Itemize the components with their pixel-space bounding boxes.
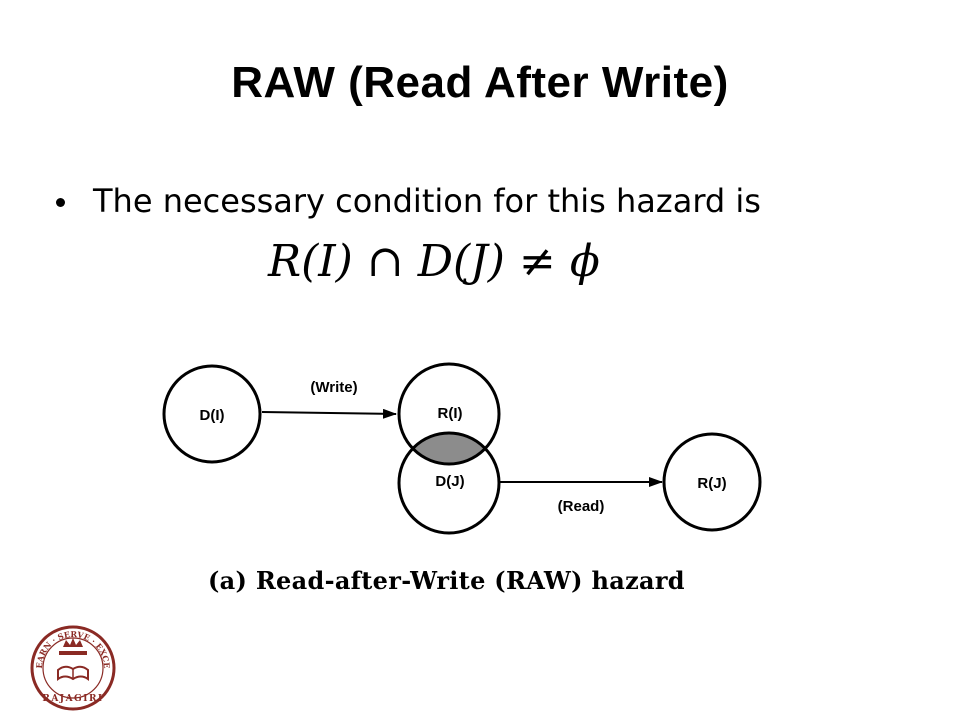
formula-left-set: R(I) xyxy=(268,236,353,287)
formula-not-equal-symbol: ≠ xyxy=(518,236,556,287)
node-d-j-label: D(J) xyxy=(435,473,464,490)
slide-title: RAW (Read After Write) xyxy=(231,58,729,107)
node-r-j-label: R(J) xyxy=(697,475,726,492)
rajagiri-logo: LEARN · SERVE · EXCEL RAJAGIRI xyxy=(30,625,116,711)
bullet-text: The necessary condition for this hazard … xyxy=(93,182,761,220)
node-r-i-label: R(I) xyxy=(438,405,463,422)
node-d-j: D(J) xyxy=(397,431,501,535)
hazard-condition-formula: R(I) ∩ D(J) ≠ ϕ xyxy=(268,236,600,287)
crown-icon xyxy=(63,638,83,647)
logo-name: RAJAGIRI xyxy=(42,694,103,704)
bullet-item: The necessary condition for this hazard … xyxy=(56,182,761,220)
node-d-i: D(I) xyxy=(162,364,262,464)
read-edge-label: (Read) xyxy=(558,498,605,515)
open-book-icon xyxy=(57,665,89,681)
write-edge-label: (Write) xyxy=(310,379,357,396)
formula-empty-set: ϕ xyxy=(569,236,600,287)
node-d-i-label: D(I) xyxy=(200,407,225,424)
node-r-j: R(J) xyxy=(662,432,762,532)
diagram-caption: (a) Read-after-Write (RAW) hazard xyxy=(208,566,685,595)
formula-right-set: D(J) xyxy=(417,236,505,287)
write-arrow xyxy=(261,408,397,419)
formula-intersection-symbol: ∩ xyxy=(366,236,404,287)
node-r-i: R(I) xyxy=(397,362,501,466)
bullet-dot-icon xyxy=(56,197,65,207)
